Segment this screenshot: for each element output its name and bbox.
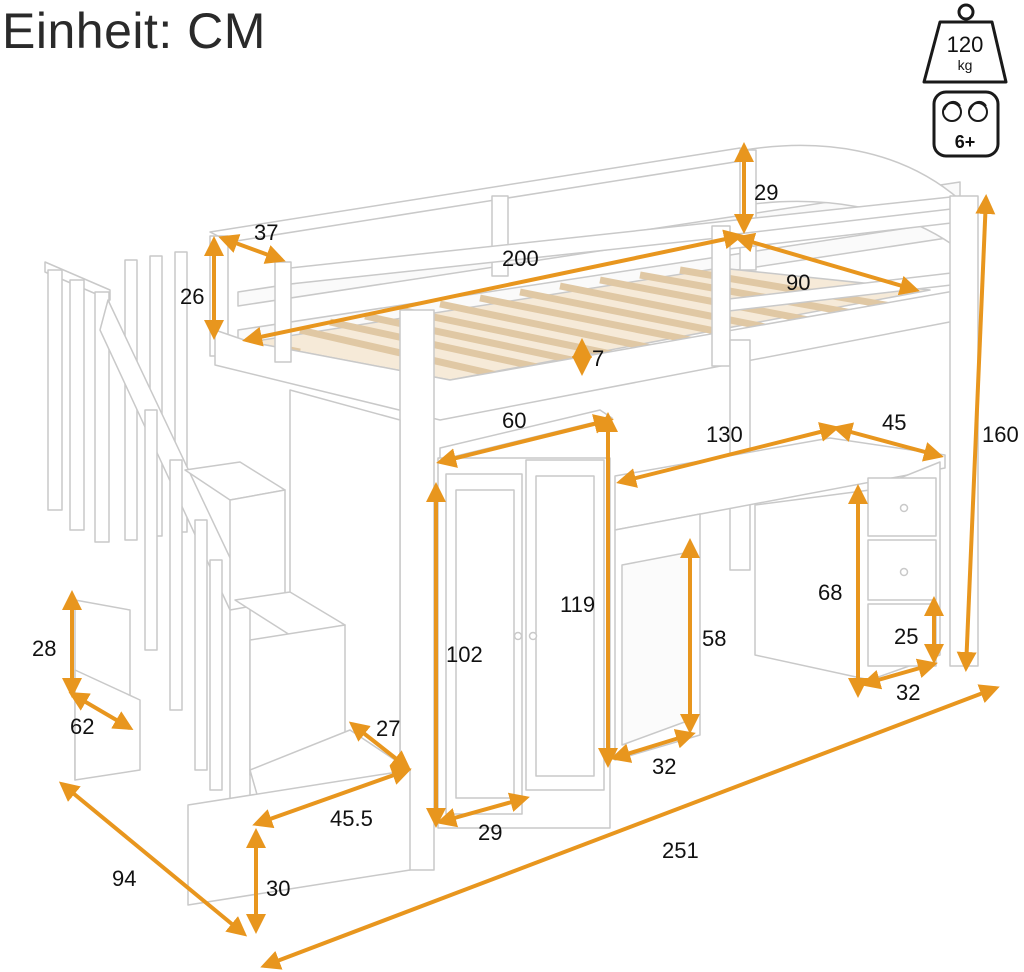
drawer-knob-1 [899, 503, 909, 513]
label-door-height: 102 [446, 642, 483, 667]
arrow-desk-length [616, 422, 840, 488]
arrow-total-height [956, 194, 996, 672]
label-bed-width: 90 [786, 270, 810, 295]
label-shelf-height: 58 [702, 626, 726, 651]
label-step-depth: 27 [376, 716, 400, 741]
label-drawer-width: 32 [896, 680, 920, 705]
door-knob-right [528, 631, 538, 641]
front-short-post [274, 261, 292, 363]
label-step-width: 45.5 [330, 806, 373, 831]
label-total-depth: 94 [112, 866, 136, 891]
dimension-labels: 29 37 200 90 26 7 160 60 130 45 119 102 … [32, 180, 1019, 901]
weight-icon [922, 3, 1008, 84]
weight-badge: 120 kg [922, 3, 1008, 84]
arrow-total-length [260, 684, 1000, 970]
age-label: 6+ [955, 132, 976, 152]
label-stair-depth-top: 37 [254, 220, 278, 245]
stair-balusters [47, 251, 188, 543]
label-drawer-height: 25 [894, 624, 918, 649]
label-bottom-step-height: 30 [266, 876, 290, 901]
label-desk-depth: 45 [882, 410, 906, 435]
unit-title: Einheit: CM [2, 3, 266, 59]
handrail-balusters [144, 409, 223, 791]
step-box-1 [229, 489, 286, 611]
label-slat-gap: 7 [592, 346, 604, 371]
arrow-wardrobe-width [436, 414, 614, 468]
label-wardrobe-width: 60 [502, 408, 526, 433]
label-wardrobe-depth: 29 [478, 820, 502, 845]
label-bed-length: 200 [502, 246, 539, 271]
drawer-knob-2 [899, 567, 909, 577]
arrow-bed-width [734, 232, 920, 296]
label-rail-height: 29 [754, 180, 778, 205]
weight-unit: kg [958, 57, 973, 73]
label-wardrobe-height: 119 [560, 592, 595, 617]
label-desk-height: 68 [818, 580, 842, 605]
arrow-step-depth-left [68, 691, 134, 731]
dimension-arrows [58, 142, 1000, 970]
door-knob-left [513, 631, 523, 641]
front-guard-post [711, 225, 731, 367]
arrow-bed-length [242, 229, 744, 347]
drawer-1 [867, 477, 937, 537]
right-post-front [949, 195, 979, 667]
label-total-length: 251 [662, 838, 699, 863]
children-icon [942, 100, 988, 122]
label-desk-length: 130 [706, 422, 743, 447]
label-guard-height: 26 [180, 284, 204, 309]
arrow-desk-depth [832, 422, 944, 462]
label-shelf-depth: 32 [652, 754, 676, 779]
label-step-depth-left: 62 [70, 714, 94, 739]
arrow-drawer-width [860, 658, 938, 690]
age-badge: 6+ [932, 90, 1000, 158]
desk-open-shelf [621, 551, 691, 746]
weight-value: 120 [947, 32, 984, 57]
wardrobe-door-right [525, 459, 605, 791]
arrow-total-depth [58, 781, 248, 937]
label-total-height: 160 [982, 422, 1019, 447]
label-step-height-left: 28 [32, 636, 56, 661]
